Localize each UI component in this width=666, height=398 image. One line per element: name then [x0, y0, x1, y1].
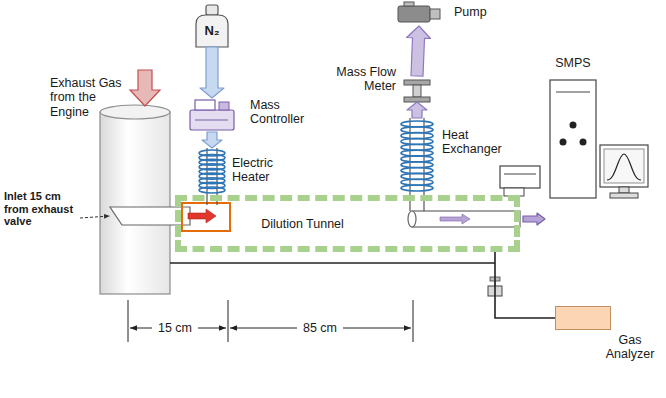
node-label: Mass Flow Meter: [332, 65, 396, 94]
smps-instrument-part: [607, 154, 641, 180]
dimension-lines: [128, 300, 413, 342]
exhaust-pipe-part: [100, 105, 170, 119]
smps-instrument-part: [600, 145, 648, 187]
node-label: SMPS: [543, 56, 603, 70]
mass-controller-icon-part: [219, 102, 229, 110]
node-label: Dilution Tunnel: [136, 216, 469, 230]
node-label: Electric Heater: [232, 156, 292, 185]
dilution-tunnel: Dilution Tunnel: [175, 195, 520, 252]
mass-controller-icon-part: [195, 120, 228, 121]
inlet-leader-part: [80, 216, 110, 218]
smps-instrument-part: [580, 139, 587, 146]
smps-instrument-part: [500, 166, 540, 188]
mass-flow-meter: Mass Flow Meter: [404, 80, 430, 102]
coil-turn: [199, 187, 225, 193]
sampling-probe-part: [188, 209, 216, 223]
mass-controller-icon-part: [190, 110, 234, 130]
smps: SMPS: [548, 78, 648, 232]
exhaust-arrow: [130, 70, 160, 106]
exhaust-pipe: [100, 105, 170, 294]
heat-exchanger: Heat Exchanger: [400, 118, 434, 192]
node-label: N₂: [196, 24, 228, 39]
inlet-note: Inlet 15 cm from exhaust valve: [4, 190, 78, 228]
exchanger-coil: [401, 121, 433, 191]
node-label: Heat Exchanger: [442, 128, 508, 157]
flow-arrow: [200, 47, 224, 98]
dimension-lines-part: [228, 300, 229, 342]
mass-controller: Mass Controller: [188, 98, 236, 132]
flow-meter-icon-part: [413, 85, 421, 97]
node-label: Gas Analyzer: [600, 333, 660, 362]
exhaust-arrow-part: [130, 70, 160, 106]
dimension-label: 15 cm: [152, 321, 198, 335]
sample-tube: [408, 211, 520, 227]
smps-instrument-part: [619, 187, 629, 193]
dimension-lines-part: [413, 300, 414, 342]
dimension-label: 85 cm: [297, 321, 343, 335]
inlet-leader: [80, 216, 110, 218]
flow-arrow: [407, 102, 427, 118]
smps-instrument-part: [504, 174, 536, 175]
exhaust-pipe-part: [100, 112, 170, 294]
gas-bottle: N₂: [196, 15, 228, 47]
flow-meter-icon: [404, 80, 430, 102]
nitrogen-bottle-part: [206, 5, 218, 15]
sample-tube-part: [408, 211, 416, 227]
smps-instrument-part: [560, 139, 567, 146]
pump: Pump: [398, 4, 440, 22]
smps-instrument-part: [556, 92, 590, 93]
sampling-probe-part: [182, 203, 230, 231]
smps-instrument: [500, 80, 648, 198]
flow-note: Exhaust Gas from the Engine: [50, 76, 132, 119]
dimension-lines-part: [128, 300, 129, 342]
electric-heater: Electric Heater: [198, 148, 226, 195]
nitrogen-bottle: [196, 5, 228, 47]
coil-turn: [401, 185, 433, 191]
flow-arrow: [407, 26, 431, 76]
gas-sample-line: [170, 263, 502, 296]
heater-coil: [199, 150, 225, 193]
node-label: Mass Controller: [250, 98, 320, 127]
pump-icon-part: [430, 9, 440, 19]
mass-controller-icon: [190, 100, 234, 130]
pump-icon-part: [404, 2, 414, 6]
mass-controller-icon-part: [195, 100, 215, 110]
flow-arrow: [523, 213, 545, 225]
gas-sample-line-part: [170, 262, 495, 264]
node-label: Pump: [454, 5, 504, 19]
smps-instrument-part: [604, 149, 644, 183]
sampling-probe: [110, 203, 230, 231]
flow-meter-icon-part: [404, 80, 430, 85]
pump-icon: [398, 2, 440, 22]
smps-instrument-part: [550, 80, 596, 198]
flow-arrow: [202, 132, 222, 148]
smps-instrument-part: [610, 193, 638, 198]
sample-tube-part: [412, 211, 520, 227]
nitrogen-bottle-part: [196, 15, 228, 47]
gas-analyzer: Gas Analyzer: [555, 306, 611, 330]
smps-instrument-part: [570, 122, 577, 129]
pump-icon-part: [398, 6, 430, 22]
sample-tube-part: [440, 214, 470, 224]
flow-meter-icon-part: [404, 97, 430, 102]
sample-line: [495, 252, 555, 318]
